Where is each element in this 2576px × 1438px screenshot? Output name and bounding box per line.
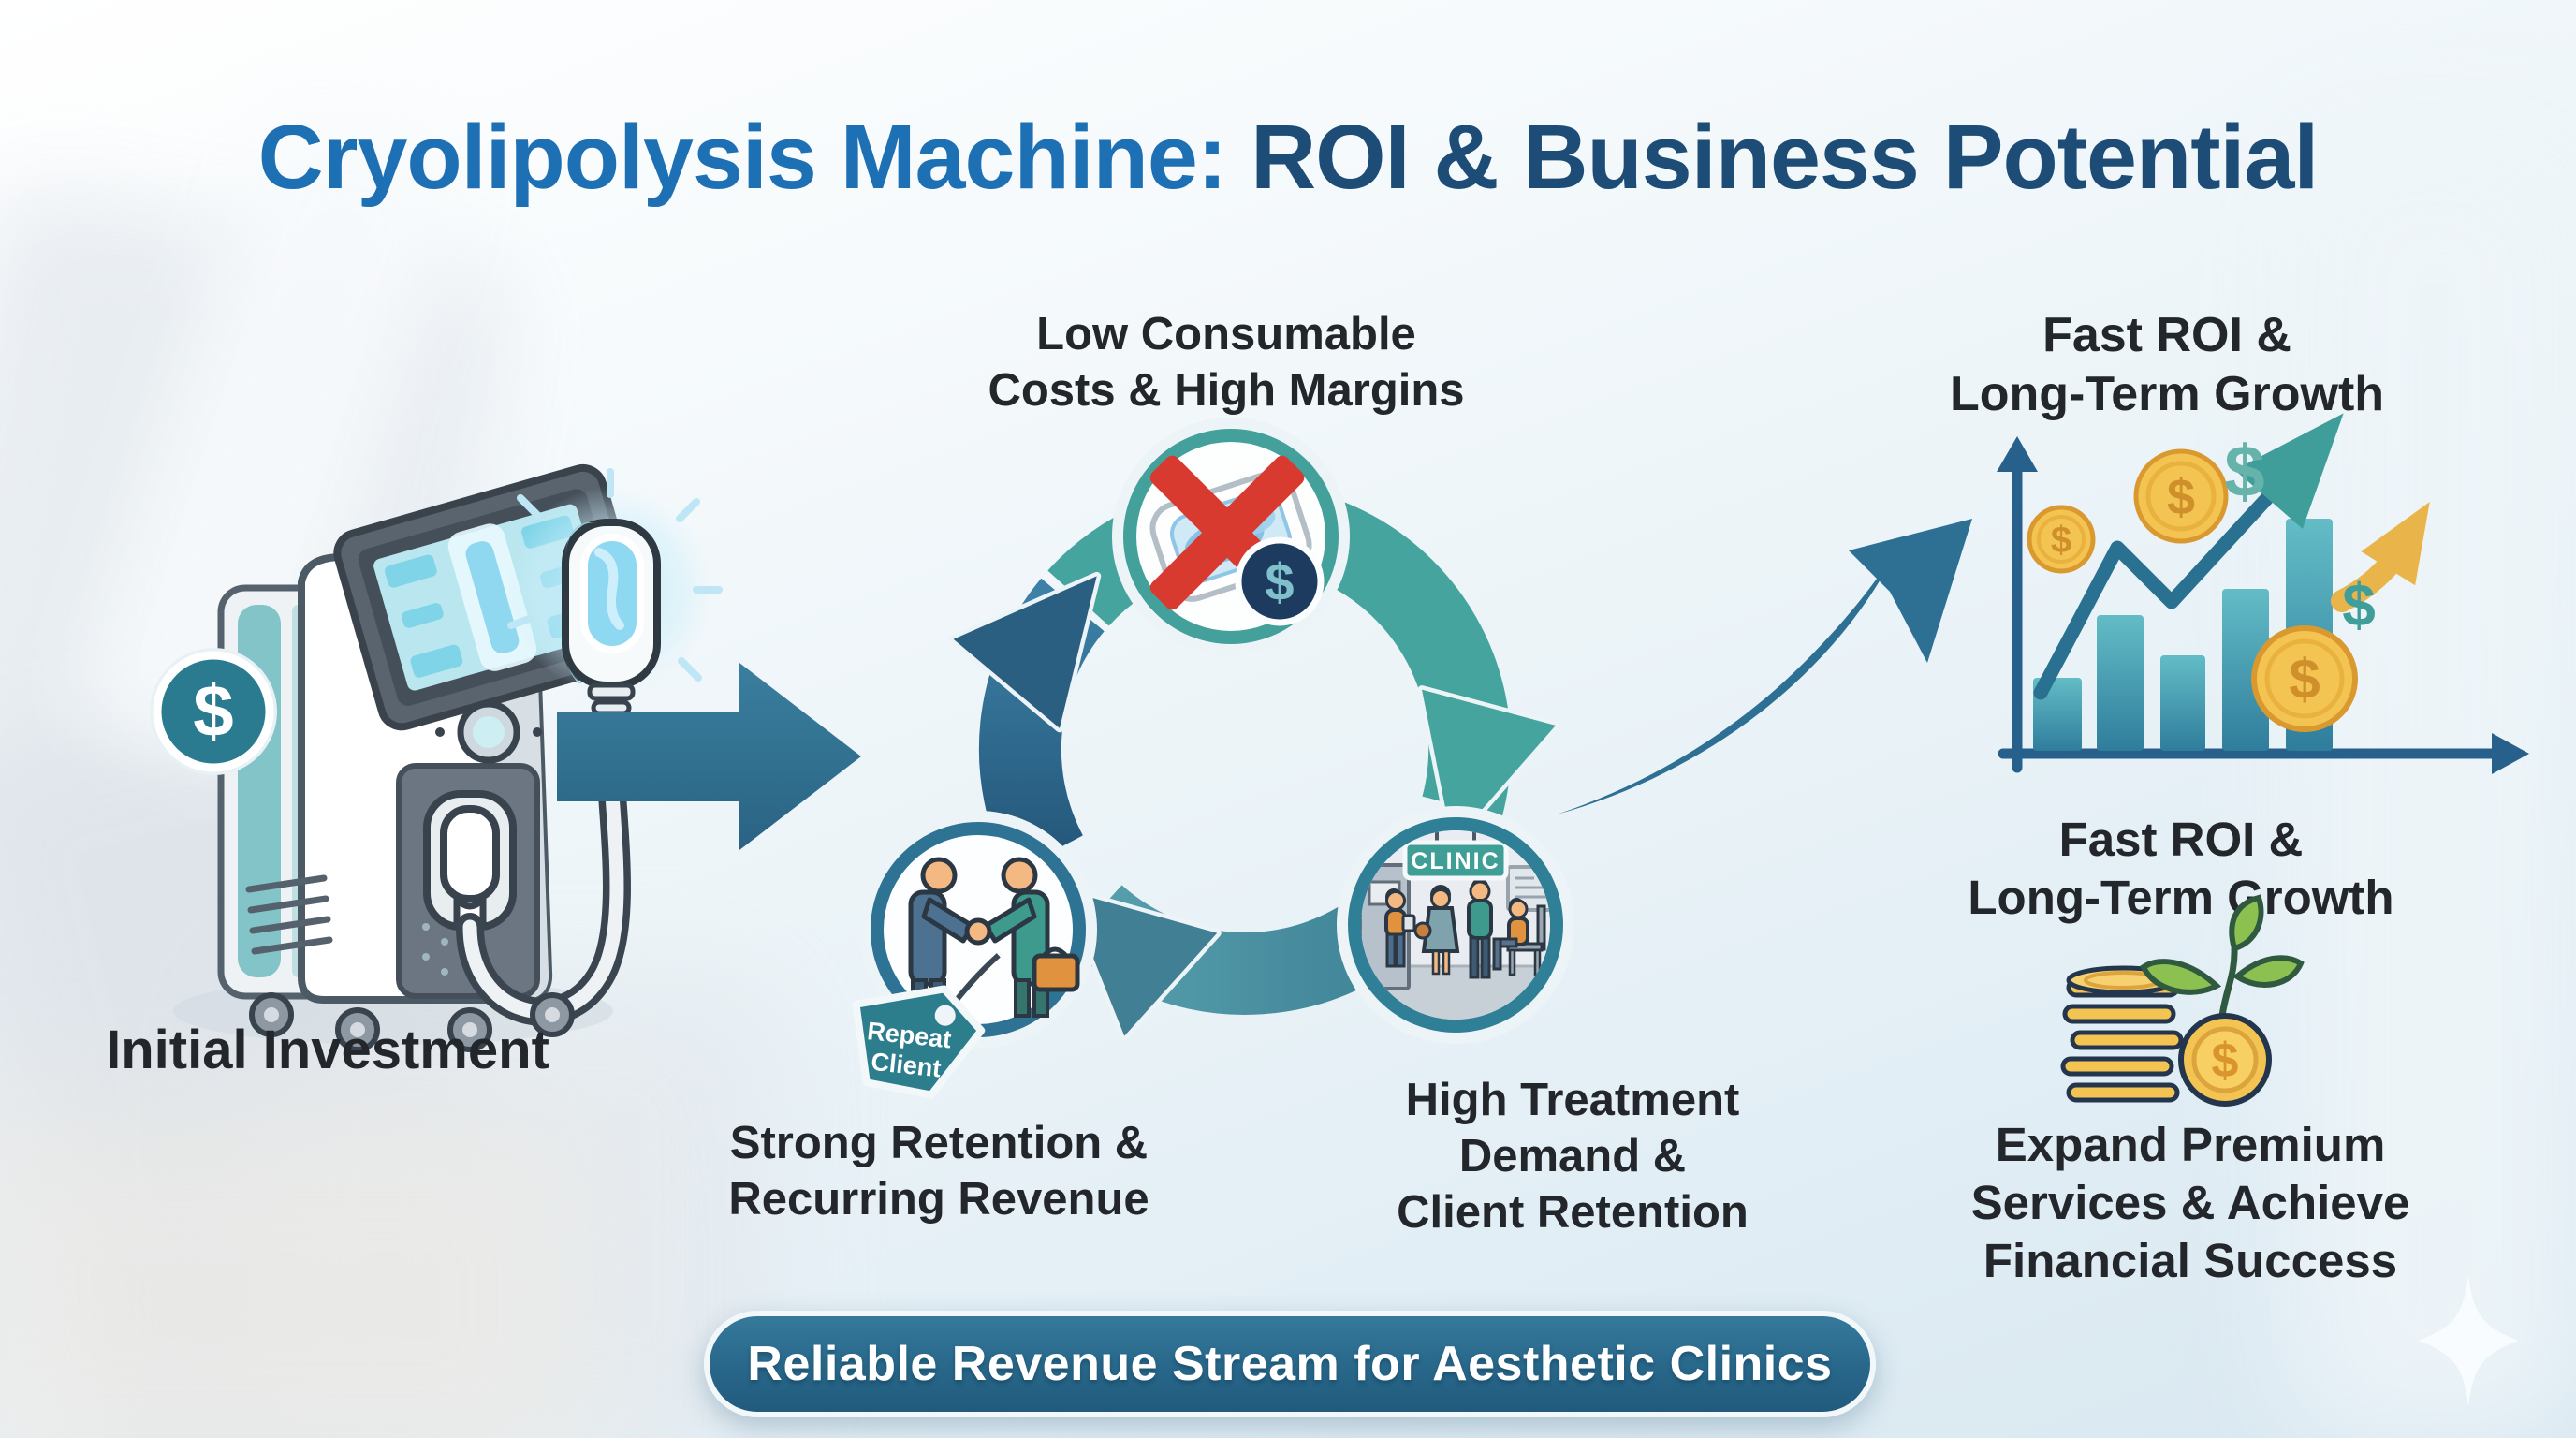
dollar-teal-top-icon: $ [2224,430,2264,512]
glow-rays-icon [507,468,723,682]
coin-small-icon: $ [2027,505,2096,574]
initial-investment-label: Initial Investment [106,1020,549,1080]
investment-coin-icon: $ [150,648,277,775]
clinic-sign: CLINIC [1402,830,1509,881]
label-strong-retention: Strong Retention & Recurring Revenue [728,1118,1149,1225]
swoosh-arrow-icon [1557,554,1894,814]
machine-vents [245,874,333,955]
coins-plant-illustration: $ [2060,894,2305,1107]
background-wash-right [2293,140,2576,1438]
coin-sprout-icon: $ [2178,1013,2272,1107]
svg-text:$: $ [2051,520,2071,561]
label-high-treatment: High Treatment Demand & Client Retention [1397,1075,1749,1238]
cycle-arrow-dark-blue [949,571,1105,874]
coin-bottom-icon: $ [2251,625,2358,732]
x-axis-arrow-icon [2492,733,2529,774]
banner-text: Reliable Revenue Stream for Aesthetic Cl… [747,1337,1833,1391]
trend-line [2033,442,2320,700]
secondary-arrow-icon [2331,501,2430,612]
cycle-node-clinic: CLINIC [1337,806,1574,1044]
repeat-client-tag: Repeat Client [852,953,1001,1099]
coin-big-icon: $ [2133,448,2229,544]
page-title: Cryolipolysis Machine: ROI & Business Po… [0,105,2576,210]
label-fast-roi-top: Fast ROI & Long-Term Growth [1949,308,2385,422]
svg-text:$: $ [2212,1034,2239,1088]
handpiece [507,468,723,716]
arrow-cycle-to-growth [1557,519,1972,814]
sparkle-icon [2418,1275,2519,1406]
bottom-banner: Reliable Revenue Stream for Aesthetic Cl… [704,1311,1876,1417]
y-axis-arrow-icon [1997,436,2038,472]
machine-wheels [249,992,575,1052]
page-title-part2: ROI & Business Potential [1226,106,2319,208]
growth-chart-illustration: $ $ $ $ $ [1997,413,2529,774]
dollar-glyph: $ [193,669,233,752]
clinic-people [1384,878,1546,979]
trend-arrow-icon [2234,413,2344,529]
cycle-node-consumables: $ [1112,418,1350,655]
dollar-teal-right-icon: $ [2342,571,2376,638]
arrow-machine-to-cycle [557,663,861,850]
cycle-node-retention: Repeat Client [852,811,1097,1099]
cryolipolysis-machine-illustration: $ [150,463,723,1052]
plant-icon [2140,894,2305,1020]
right-arrow-icon [557,663,861,850]
briefcase-icon [1032,953,1080,992]
label-expand-premium: Expand Premium Services & Achieve Financ… [1970,1118,2410,1288]
no-cost-coin-icon: $ [1235,536,1325,626]
label-low-consumable: Low Consumable Costs & High Margins [988,309,1465,416]
page-title-part1: Cryolipolysis Machine: [257,106,1227,208]
svg-text:$: $ [2289,648,2320,711]
svg-text:$: $ [2167,469,2195,525]
chart-axes [1998,462,2501,773]
machine-knob [435,700,542,764]
label-fast-roi-bottom: Fast ROI & Long-Term Growth [1968,813,2394,925]
svg-text:CLINIC: CLINIC [1411,848,1500,874]
background-wash-warm [0,1105,599,1438]
business-cycle-diagram: $ [852,418,1574,1099]
svg-text:$: $ [1265,552,1294,611]
